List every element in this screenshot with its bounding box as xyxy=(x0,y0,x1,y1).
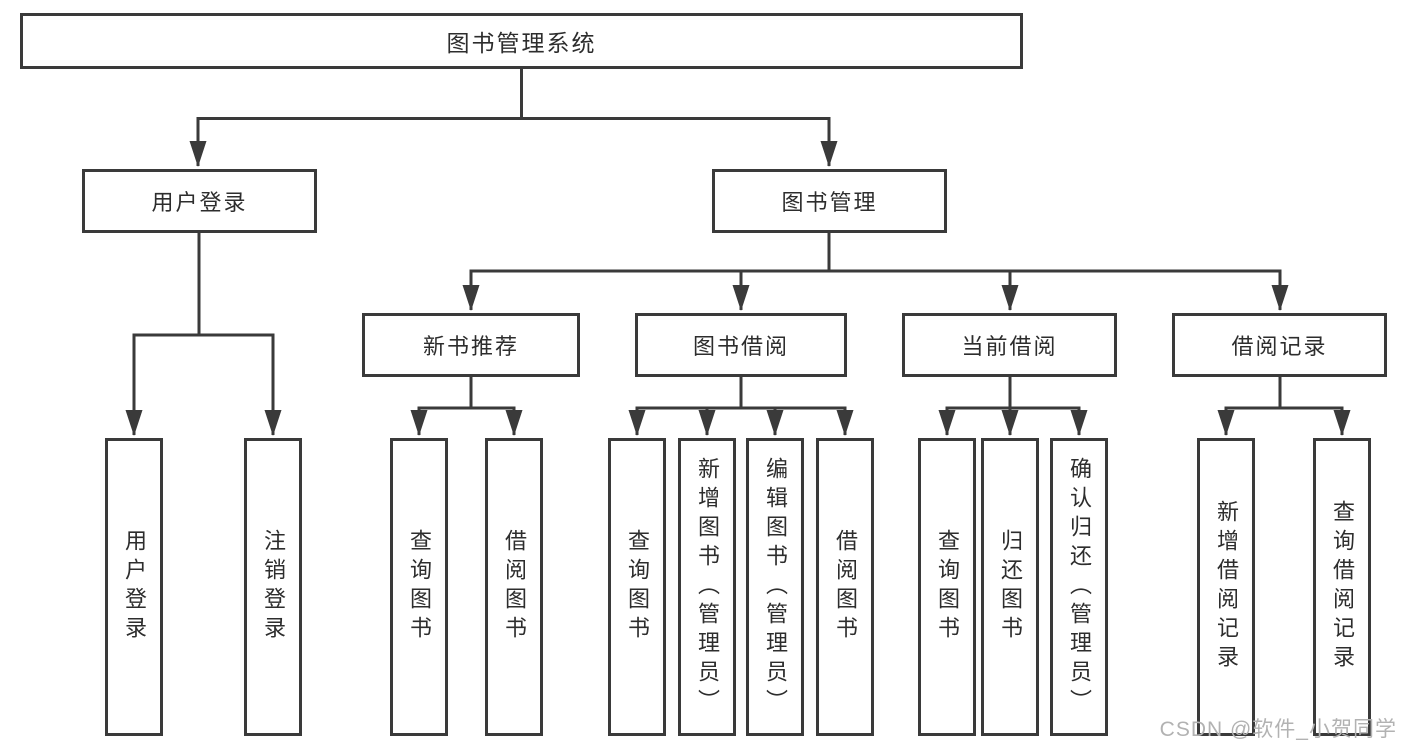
leaf-current-query-books: 查询图书 xyxy=(918,438,976,736)
leaf-records-add-record: 新增借阅记录 xyxy=(1197,438,1255,736)
leaf-borrow-add-books-admin: 新增图书（管理员） xyxy=(678,438,736,736)
leaf-borrow-edit-books-admin: 编辑图书（管理员） xyxy=(746,438,804,736)
node-user-login-group: 用户登录 xyxy=(82,169,317,233)
node-current-borrow: 当前借阅 xyxy=(902,313,1117,377)
leaf-current-confirm-return-admin: 确认归还（管理员） xyxy=(1050,438,1108,736)
leaf-recommend-query-books: 查询图书 xyxy=(390,438,448,736)
leaf-records-query-record: 查询借阅记录 xyxy=(1313,438,1371,736)
leaf-borrow-borrow-books: 借阅图书 xyxy=(816,438,874,736)
leaf-recommend-borrow-books: 借阅图书 xyxy=(485,438,543,736)
node-book-management: 图书管理 xyxy=(712,169,947,233)
node-new-book-recommend: 新书推荐 xyxy=(362,313,580,377)
leaf-user-login: 用户登录 xyxy=(105,438,163,736)
node-book-borrow: 图书借阅 xyxy=(635,313,847,377)
node-library-management-system: 图书管理系统 xyxy=(20,13,1023,69)
node-borrow-records: 借阅记录 xyxy=(1172,313,1387,377)
watermark: CSDN @软件_小贺同学 xyxy=(1159,718,1397,741)
leaf-current-return-books: 归还图书 xyxy=(981,438,1039,736)
leaf-borrow-query-books: 查询图书 xyxy=(608,438,666,736)
leaf-logout: 注销登录 xyxy=(244,438,302,736)
